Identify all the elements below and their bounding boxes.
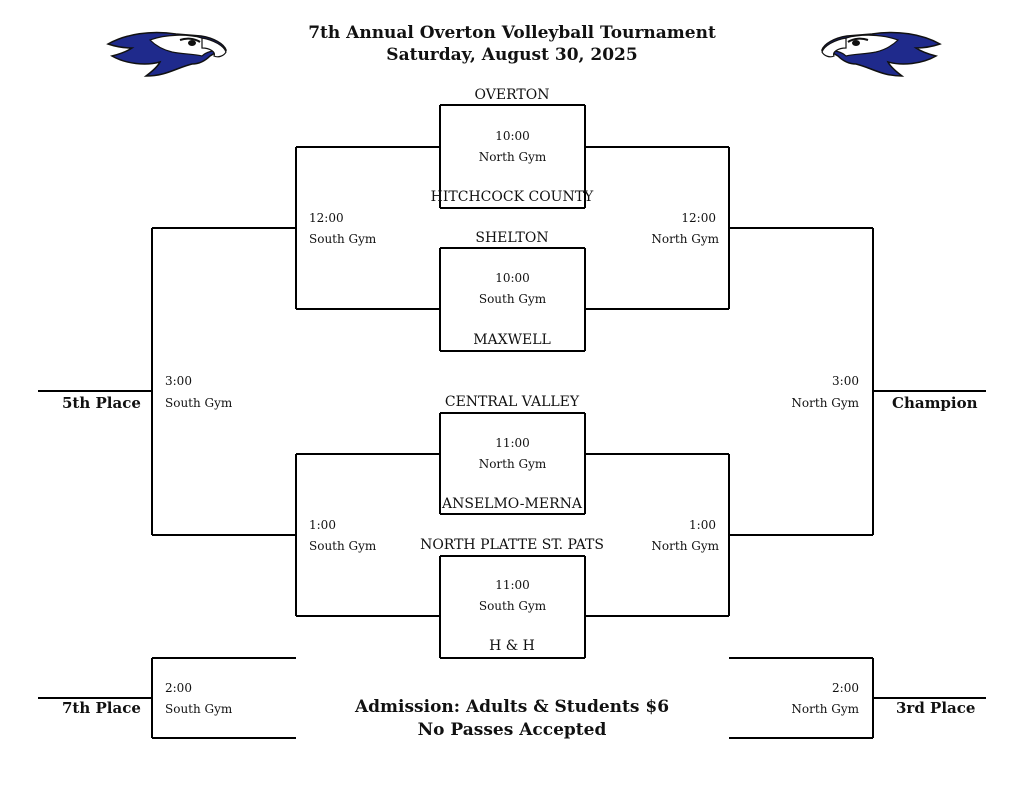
- left-final-time: 3:00: [165, 374, 192, 388]
- team-shelton: SHELTON: [475, 230, 549, 246]
- team-hitchcock-county: HITCHCOCK COUNTY: [430, 189, 594, 205]
- admission-note: No Passes Accepted: [417, 720, 607, 740]
- fifth-place-label: 5th Place: [62, 394, 141, 412]
- team-central-valley: CENTRAL VALLEY: [444, 394, 580, 410]
- right-final-gym: North Gym: [791, 396, 859, 410]
- right-final-time: 3:00: [832, 374, 859, 388]
- team-north-platte-st-pats: NORTH PLATTE ST. PATS: [420, 537, 604, 553]
- team-overton: OVERTON: [474, 87, 550, 103]
- right-semi-bot-gym: North Gym: [651, 539, 719, 553]
- champion-label: Champion: [892, 394, 978, 412]
- seventh-place-label: 7th Place: [62, 699, 141, 717]
- left-semi-bot-time: 1:00: [309, 518, 336, 532]
- game4-gym: South Gym: [478, 599, 547, 613]
- right-semi-top-gym: North Gym: [651, 232, 719, 246]
- seventh-game-gym: South Gym: [165, 702, 233, 716]
- team-maxwell: MAXWELL: [473, 332, 551, 348]
- game1-time: 10:00: [495, 129, 530, 143]
- left-semi-top-time: 12:00: [309, 211, 344, 225]
- game2-time: 10:00: [495, 271, 530, 285]
- right-semi-bot-time: 1:00: [689, 518, 716, 532]
- tournament-title: 7th Annual Overton Volleyball Tournament: [308, 23, 716, 43]
- third-game-gym: North Gym: [791, 702, 859, 716]
- game2-gym: South Gym: [478, 292, 547, 306]
- game1-gym: North Gym: [478, 150, 547, 164]
- left-final-gym: South Gym: [165, 396, 233, 410]
- third-game-time: 2:00: [832, 681, 859, 695]
- third-place-label: 3rd Place: [896, 699, 976, 717]
- tournament-date: Saturday, August 30, 2025: [386, 45, 638, 65]
- team-h-and-h: H & H: [489, 638, 535, 654]
- eagle-logo-left-icon: [106, 26, 228, 78]
- right-semi-top-time: 12:00: [681, 211, 716, 225]
- left-semi-top-gym: South Gym: [309, 232, 377, 246]
- game3-gym: North Gym: [478, 457, 547, 471]
- eagle-logo-right-icon: [820, 26, 942, 78]
- game4-time: 11:00: [495, 578, 530, 592]
- left-semi-bot-gym: South Gym: [309, 539, 377, 553]
- game3-time: 11:00: [495, 436, 530, 450]
- seventh-game-time: 2:00: [165, 681, 192, 695]
- admission-price: Admission: Adults & Students $6: [354, 697, 670, 717]
- team-anselmo-merna: ANSELMO-MERNA: [442, 496, 582, 512]
